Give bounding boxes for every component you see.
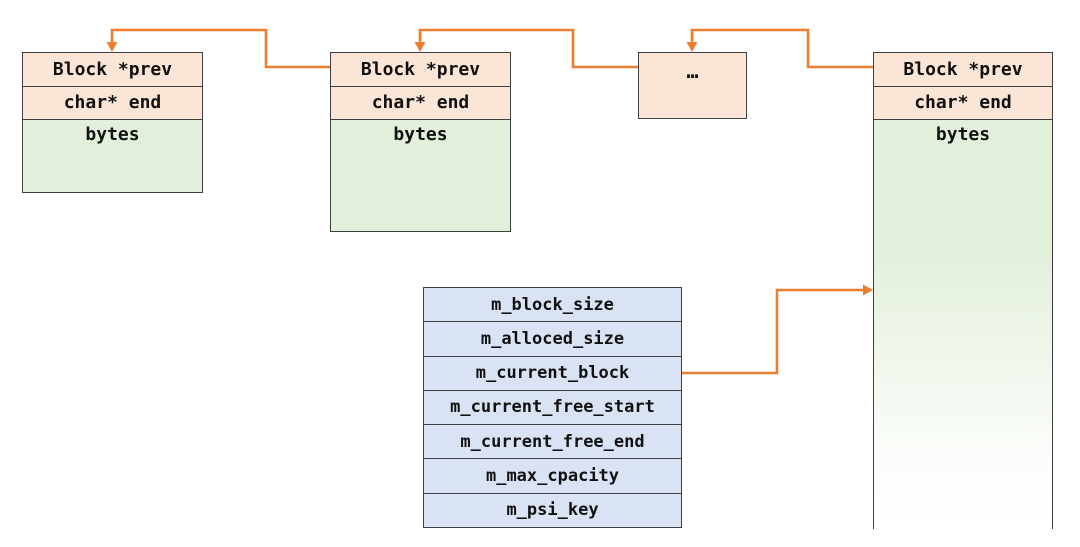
block-2-bytes-area: bytes	[331, 120, 510, 231]
arrow-current-block-pointer	[682, 284, 873, 375]
struct-field-psi-key: m_psi_key	[506, 500, 599, 521]
block-1-prev-field: Block *prev	[23, 53, 202, 87]
struct-field-current-free-end: m_current_free_end	[424, 425, 681, 460]
struct-field-block-size: m_block_size	[424, 288, 681, 323]
struct-field-alloced-size: m_alloced_size	[424, 322, 681, 357]
struct-field-current-free-start: m_current_free_start	[424, 391, 681, 426]
ellipsis-block: …	[638, 52, 747, 119]
block-current-bytes-area: bytes	[874, 120, 1052, 529]
block-2: Block *prev char* end bytes	[330, 52, 511, 232]
block-current-prev-field: Block *prev	[874, 53, 1052, 87]
block-2-end-field: char* end	[331, 86, 510, 120]
block-current: Block *prev char* end bytes	[873, 52, 1053, 529]
ellipsis-label: …	[686, 59, 699, 83]
block-1-end-field: char* end	[23, 86, 202, 120]
struct-field-max-cpacity: m_max_cpacity	[424, 459, 681, 494]
struct-field-current-block: m_current_block	[424, 357, 681, 391]
block-2-prev-field: Block *prev	[331, 53, 510, 87]
block-1-bytes-area: bytes	[23, 120, 202, 192]
block-1: Block *prev char* end bytes	[22, 52, 203, 193]
allocator-struct-table: m_block_size m_alloced_size m_current_bl…	[423, 287, 682, 528]
block-current-end-field: char* end	[874, 86, 1052, 120]
